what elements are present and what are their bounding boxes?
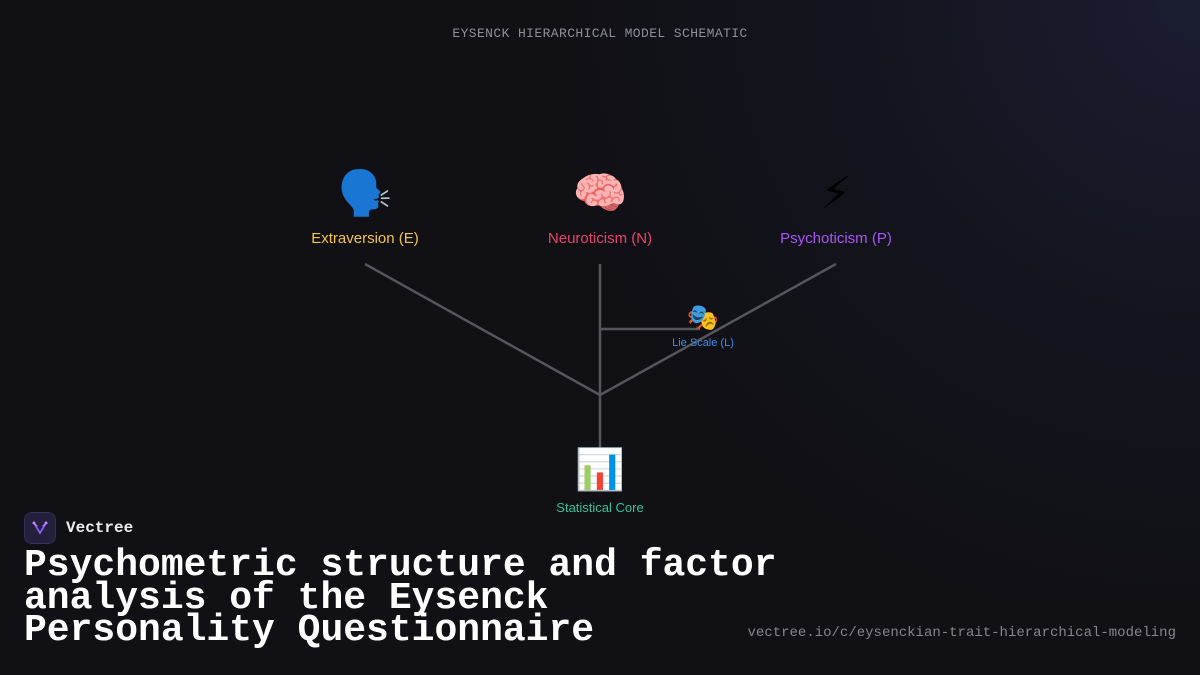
theater-masks-icon: 🎭 (686, 303, 720, 333)
brand-name: Vectree (66, 519, 134, 537)
brand: Vectree (24, 512, 133, 544)
source-url[interactable]: vectree.io/c/eysenckian-trait-hierarchic… (747, 625, 1176, 641)
lightning-icon: ⚡ (820, 168, 852, 219)
node-extraversion-label: Extraversion (E) (311, 230, 419, 247)
node-psychoticism: ⚡ Psychoticism (P) (780, 168, 892, 248)
connector-extraversion (364, 262, 601, 397)
node-neuroticism: 🧠 Neuroticism (N) (547, 168, 653, 248)
connector-psychoticism (599, 262, 837, 397)
node-statistical-core-label: Statistical Core (556, 500, 644, 515)
node-neuroticism-label: Neuroticism (N) (547, 230, 653, 247)
speaking-head-icon: 🗣️ (337, 168, 393, 219)
vectree-logo-icon (24, 512, 56, 544)
node-extraversion: 🗣️ Extraversion (E) (311, 168, 419, 248)
node-lie-scale-label: Lie Scale (L) (672, 337, 734, 349)
schematic-title: EYSENCK HIERARCHICAL MODEL SCHEMATIC (452, 26, 748, 41)
headline: Psychometric structure and factor analys… (24, 544, 777, 652)
node-statistical-core: 📊 Statistical Core (556, 450, 643, 515)
brain-icon: 🧠 (572, 168, 628, 219)
node-lie-scale: 🎭 Lie Scale (L) (672, 305, 734, 349)
bar-chart-icon: 📊 (575, 447, 625, 493)
node-psychoticism-label: Psychoticism (P) (780, 230, 892, 247)
